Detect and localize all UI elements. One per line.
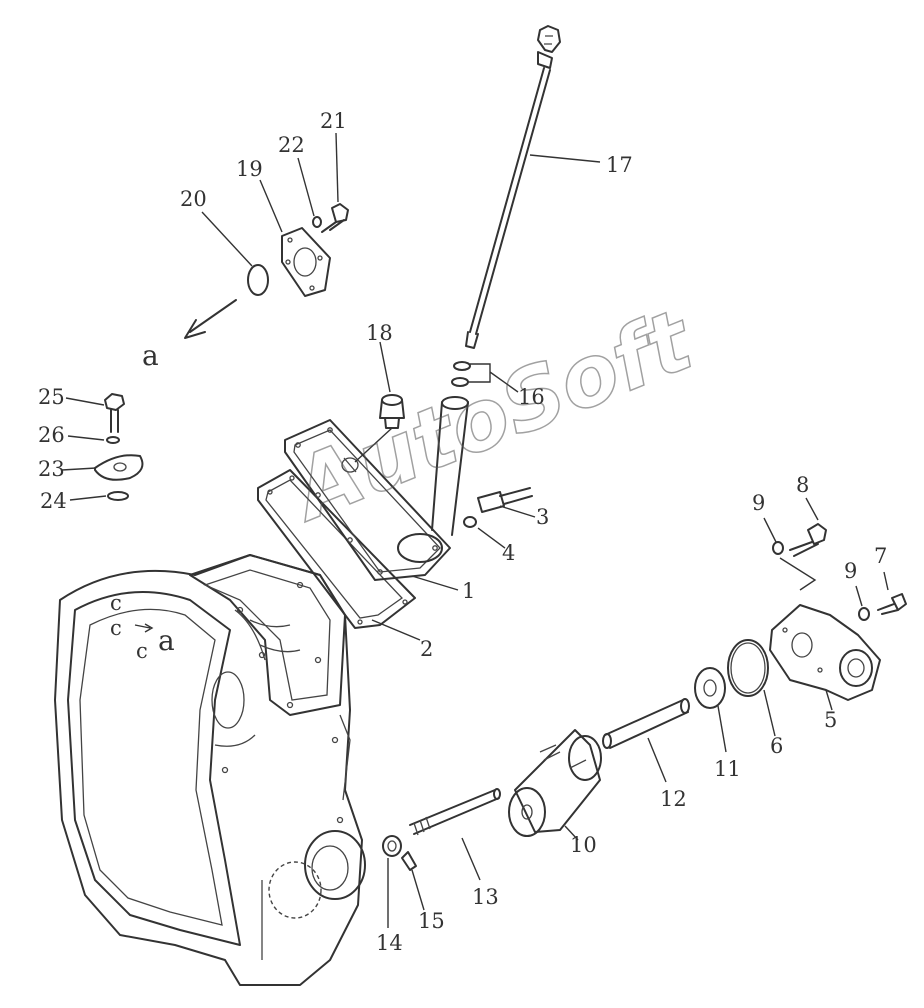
callout-16: 16 bbox=[518, 385, 545, 409]
callout-11: 11 bbox=[714, 757, 741, 781]
callout-2: 2 bbox=[420, 637, 433, 661]
callout-26: 26 bbox=[38, 423, 65, 447]
callout-7: 7 bbox=[874, 544, 887, 568]
mount-bolts bbox=[772, 523, 907, 621]
bolt-and-washer bbox=[463, 487, 533, 528]
seals bbox=[694, 639, 769, 709]
gasket bbox=[257, 469, 416, 629]
callout-23: 23 bbox=[38, 457, 65, 481]
flywheel-housing: c c c a bbox=[54, 554, 366, 986]
callout-19: 19 bbox=[236, 157, 263, 181]
callout-10: 10 bbox=[570, 833, 597, 857]
flange-assembly bbox=[184, 203, 349, 339]
callouts: 1 2 3 4 5 6 7 8 9 9 10 11 12 13 14 15 16… bbox=[38, 109, 887, 955]
callout-24: 24 bbox=[40, 489, 67, 513]
callout-21: 21 bbox=[320, 109, 347, 133]
watermark: AutoSoft bbox=[275, 290, 707, 541]
leader-lines bbox=[61, 132, 889, 928]
callout-18: 18 bbox=[366, 321, 393, 345]
callout-8: 8 bbox=[796, 473, 809, 497]
callout-5: 5 bbox=[824, 708, 837, 732]
filter-housing bbox=[769, 604, 881, 701]
callout-4: 4 bbox=[502, 541, 515, 565]
dipstick bbox=[465, 25, 561, 349]
callout-12: 12 bbox=[660, 787, 687, 811]
callout-13: 13 bbox=[472, 885, 499, 909]
callout-3: 3 bbox=[536, 505, 549, 529]
cover-plate bbox=[284, 396, 469, 581]
callout-15: 15 bbox=[418, 909, 445, 933]
housing-mark-a: a bbox=[158, 624, 175, 657]
shaft-parts bbox=[382, 788, 501, 871]
callout-1: 1 bbox=[462, 579, 475, 603]
tube bbox=[602, 698, 690, 749]
filter-element bbox=[508, 729, 602, 837]
callout-17: 17 bbox=[606, 153, 633, 177]
cap-assembly bbox=[94, 393, 144, 501]
housing-mark-c3: c bbox=[136, 639, 148, 663]
callout-14: 14 bbox=[376, 931, 403, 955]
callout-9b: 9 bbox=[844, 559, 857, 583]
callout-9a: 9 bbox=[752, 491, 765, 515]
view-marker: a bbox=[142, 339, 159, 372]
housing-mark-c1: c bbox=[110, 591, 122, 615]
breather bbox=[354, 394, 405, 463]
callout-25: 25 bbox=[38, 385, 65, 409]
housing-mark-c2: c bbox=[110, 616, 122, 640]
callout-22: 22 bbox=[278, 133, 305, 157]
callout-20: 20 bbox=[180, 187, 207, 211]
callout-6: 6 bbox=[770, 734, 783, 758]
